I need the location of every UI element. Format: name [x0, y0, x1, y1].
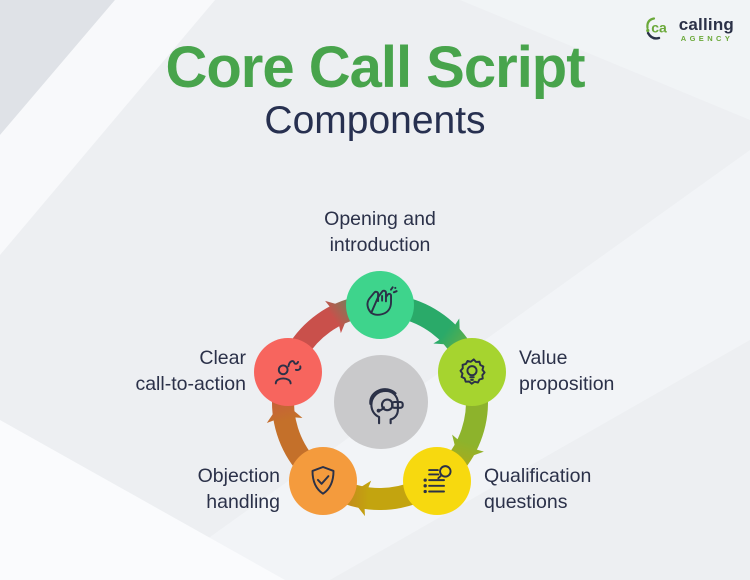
checklist-magnifier-icon	[423, 465, 452, 494]
cycle-arrow-head	[433, 318, 461, 346]
cycle-arrow-head	[266, 400, 303, 423]
label-line: Qualification	[484, 465, 592, 487]
calling-agency-logo-icon: ca	[645, 17, 667, 40]
node-objection-handling	[289, 447, 357, 515]
label-line: Value	[519, 347, 568, 369]
brand-wordmark: calling AGENCY	[679, 16, 734, 43]
label-line: proposition	[519, 373, 615, 395]
node-clear-call-to-action	[254, 338, 322, 406]
label-qualification-questions: Qualification questions	[484, 463, 591, 515]
person-action-icon	[274, 360, 302, 385]
label-objection-handling: Objection handling	[198, 463, 280, 515]
cycle-arrow-head	[452, 434, 484, 461]
label-line: questions	[484, 491, 568, 513]
page-subtitle: Components	[264, 98, 486, 142]
label-line: Objection	[197, 465, 280, 487]
label-line: Clear	[199, 347, 246, 369]
node-qualification-questions	[403, 447, 471, 515]
label-line: introduction	[329, 234, 431, 256]
label-line: Opening and	[324, 208, 436, 230]
node-center-agent	[334, 355, 428, 449]
page-title: Core Call Script	[165, 35, 585, 100]
brand-name: calling	[678, 14, 734, 34]
headset-agent-icon	[369, 388, 404, 425]
cycle-arrow-head	[348, 480, 372, 517]
label-value-proposition: Value proposition	[519, 345, 614, 397]
cycle-arrow-head	[325, 300, 351, 334]
brand-logo: ca calling AGENCY	[644, 14, 734, 44]
page-title-block: Core Call Script Components	[0, 35, 750, 142]
node-opening-and-introduction	[346, 271, 414, 339]
brand-subtitle: AGENCY	[680, 33, 734, 43]
gear-bulb-icon	[459, 358, 486, 385]
node-value-proposition	[438, 338, 506, 406]
shield-check-icon	[311, 466, 335, 495]
label-clear-call-to-action: Clear call-to-action	[135, 345, 246, 397]
label-line: handling	[206, 491, 280, 513]
label-opening-and-introduction: Opening and introduction	[255, 206, 505, 258]
label-line: call-to-action	[135, 373, 246, 395]
waving-hand-icon	[366, 286, 398, 316]
svg-text:ca: ca	[651, 20, 667, 36]
